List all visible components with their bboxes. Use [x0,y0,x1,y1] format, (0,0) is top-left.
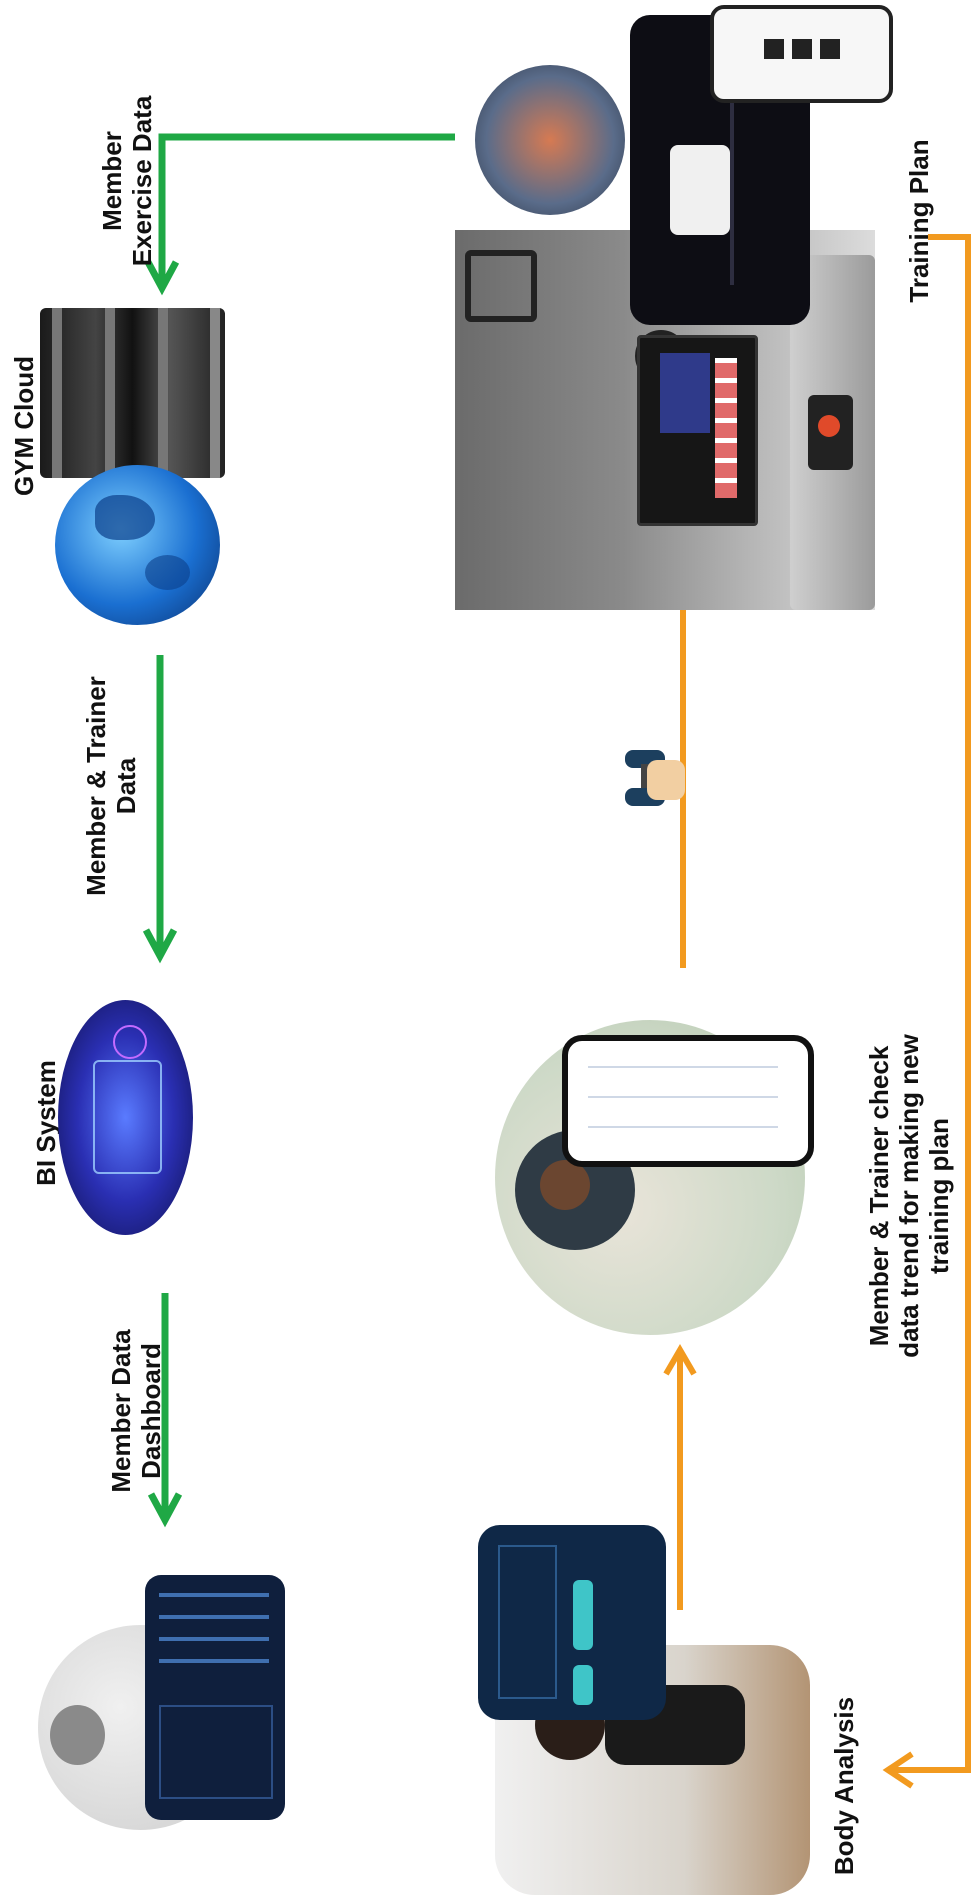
member-trainer-data-label: Member & Trainer Data [81,676,141,896]
gym-athlete-image [475,65,625,215]
server-rack-icon [40,308,225,478]
member-data-dashboard-label: Member Data Dashboard [106,1329,166,1493]
body-analysis-label: Body Analysis [829,1696,859,1876]
arrowhead-body-analysis [882,1751,914,1789]
body-analysis-screen [478,1525,666,1720]
arrowhead-cloud [144,260,180,296]
training-plan-label: Training Plan [904,139,934,303]
arrowhead-bi [142,928,178,964]
arrow-exercise-to-cloud [158,133,455,285]
gym-phone-screen [710,5,893,103]
arrowhead-dashboard [147,1492,183,1528]
gym-monitor-screen [637,335,758,526]
dashboard-image [145,1575,285,1820]
phone-screen [562,1035,814,1167]
bi-system-image [58,1000,193,1235]
arrow-training-plan-loop [890,234,971,1773]
dumbbell-icon [615,750,685,810]
gym-cloud-label: GYM Cloud [9,355,39,497]
arrowhead-phone [663,1344,697,1376]
member-trainer-check-label: Member & Trainer check data trend for ma… [864,1034,954,1358]
member-exercise-data-label: Member Exercise Data [97,95,157,267]
globe-icon [55,465,220,625]
